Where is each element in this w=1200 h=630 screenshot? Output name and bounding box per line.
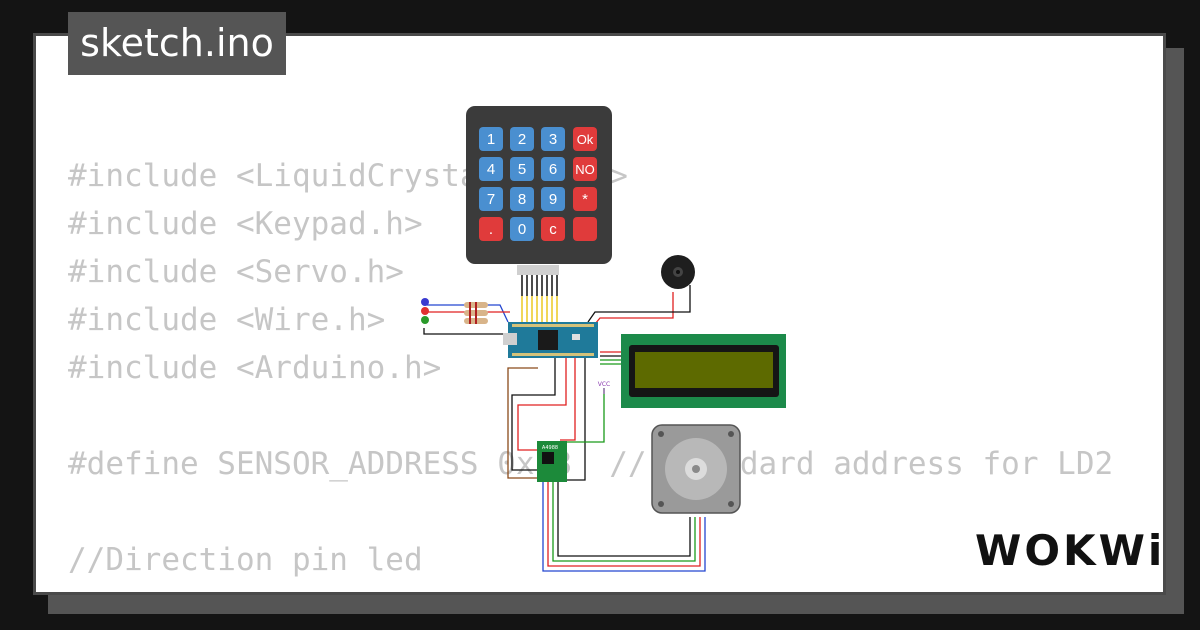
keypad-key-label: 0: [518, 221, 526, 238]
keypad-key-label: Ok: [577, 132, 594, 147]
keypad-key[interactable]: 6: [541, 157, 565, 181]
code-line: //Direction pin led: [68, 542, 423, 578]
circuit-diagram: 1 2 3 Ok 4 5 6 NO 7 8 9 *. 0 c: [421, 106, 786, 572]
keypad-key[interactable]: c: [541, 217, 565, 241]
code-line: #define ledPin 13: [68, 584, 1113, 592]
keypad-key[interactable]: [573, 217, 597, 241]
keypad[interactable]: 1 2 3 Ok 4 5 6 NO 7 8 9 *. 0 c: [466, 106, 612, 296]
keypad-key[interactable]: 8: [510, 187, 534, 211]
keypad-key[interactable]: 3: [541, 127, 565, 151]
code-line: #include <Servo.h>: [68, 254, 404, 290]
code-line: #include <Wire.h>: [68, 302, 386, 338]
svg-text:VCC: VCC: [598, 381, 610, 388]
keypad-key-label: 9: [549, 191, 557, 208]
stepper-motor[interactable]: [651, 424, 741, 514]
file-name-tab[interactable]: sketch.ino: [68, 12, 286, 75]
keypad-key[interactable]: NO: [573, 157, 597, 181]
keypad-key-label: 8: [518, 191, 526, 208]
keypad-key[interactable]: 1: [479, 127, 503, 151]
keypad-key-label: NO: [575, 162, 595, 177]
keypad-key-label: 6: [549, 161, 557, 178]
keypad-key[interactable]: 4: [479, 157, 503, 181]
stepper-driver[interactable]: A4988: [537, 441, 567, 482]
keypad-key-label: 5: [518, 161, 526, 178]
wokwi-logo: WOKWi: [975, 526, 1166, 575]
lcd-display[interactable]: [621, 334, 786, 408]
keypad-key[interactable]: 5: [510, 157, 534, 181]
keypad-key-label: c: [549, 221, 557, 238]
keypad-pins: [521, 275, 558, 296]
buzzer[interactable]: [661, 255, 695, 289]
arduino-nano[interactable]: [503, 322, 598, 358]
keypad-key-label: .: [489, 221, 493, 238]
keypad-key-label: 1: [487, 131, 495, 148]
code-line: #include <Keypad.h>: [68, 206, 423, 242]
keypad-key[interactable]: 0: [510, 217, 534, 241]
keypad-key-label: 2: [518, 131, 526, 148]
keypad-key-label: *: [582, 191, 588, 208]
keypad-keys: 1 2 3 Ok 4 5 6 NO 7 8 9 *. 0 c: [479, 127, 597, 241]
keypad-key[interactable]: 7: [479, 187, 503, 211]
vcc-marker: VCC: [598, 381, 610, 394]
code-line: #include <Arduino.h>: [68, 350, 442, 386]
keypad-key[interactable]: 9: [541, 187, 565, 211]
keypad-key-label: 3: [549, 131, 557, 148]
keypad-key[interactable]: 2: [510, 127, 534, 151]
svg-text:A4988: A4988: [542, 445, 558, 451]
resistors[interactable]: [464, 302, 488, 324]
keypad-key-label: 4: [487, 161, 495, 178]
leds[interactable]: [421, 298, 429, 324]
keypad-key[interactable]: .: [479, 217, 503, 241]
keypad-key-label: 7: [487, 191, 495, 208]
keypad-key[interactable]: Ok: [573, 127, 597, 151]
keypad-key[interactable]: *: [573, 187, 597, 211]
